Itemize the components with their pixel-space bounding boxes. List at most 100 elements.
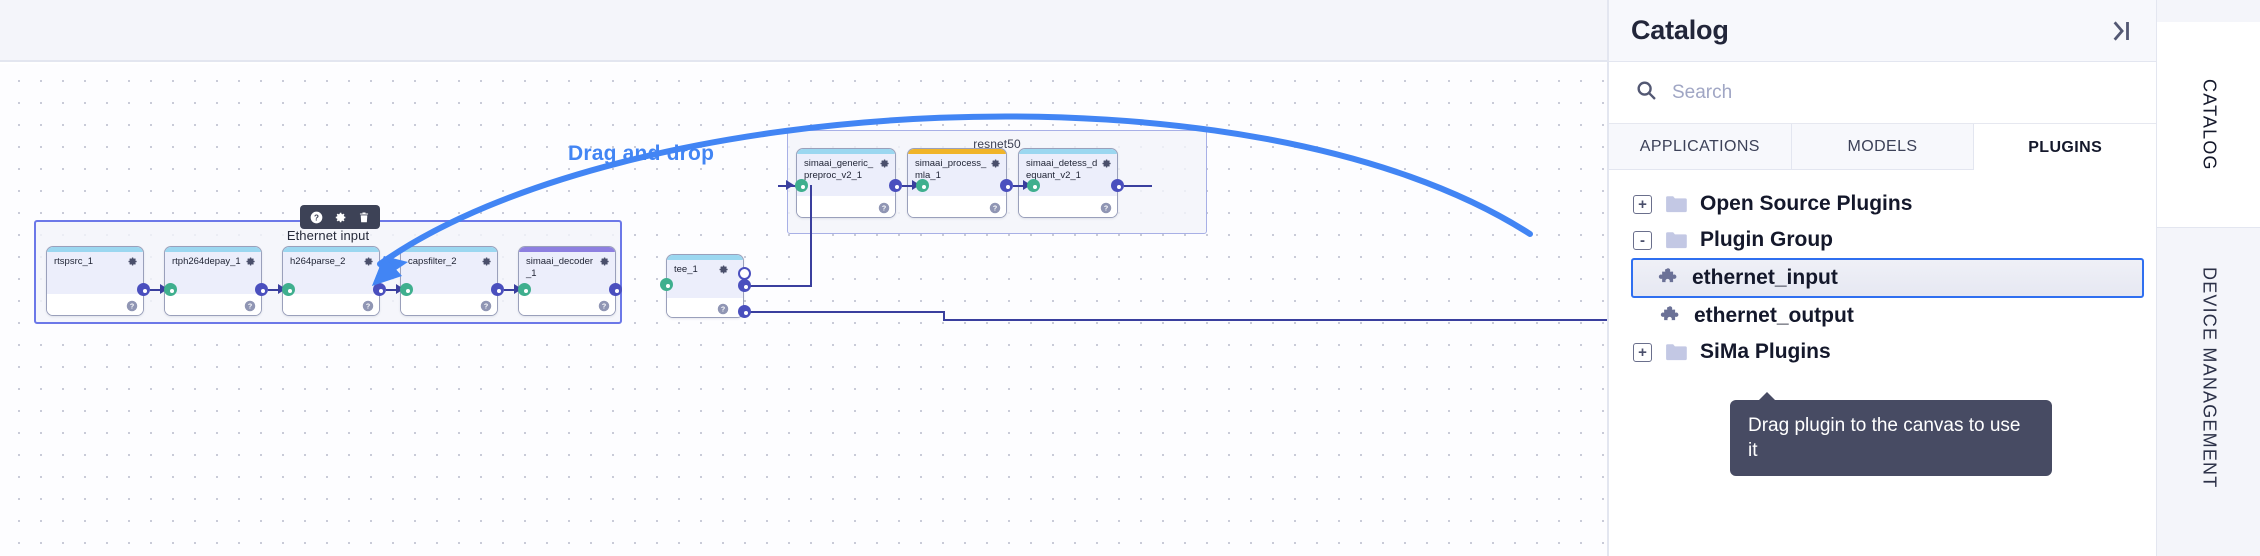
node-simaai-decoder-1[interactable]: simaai_decoder_1 ? [518, 246, 616, 316]
node-label: simaai_decoder_1 [526, 256, 594, 279]
edge [810, 185, 812, 285]
port-out-simaai-decoder-1[interactable] [609, 283, 622, 296]
gear-icon[interactable] [127, 256, 138, 267]
port-out-capsfilter-2[interactable] [491, 283, 504, 296]
folder-icon [1666, 344, 1687, 361]
svg-text:?: ? [130, 303, 134, 311]
gear-icon[interactable] [328, 205, 352, 229]
expand-icon[interactable]: + [1633, 194, 1652, 214]
help-icon[interactable]: ? [878, 202, 890, 214]
node-tee-1[interactable]: tee_1 ? [666, 254, 744, 318]
port-out-tee-1-a[interactable] [738, 279, 751, 292]
puzzle-icon [1660, 306, 1679, 321]
side-tab-catalog[interactable]: CATALOG [2157, 22, 2260, 228]
gear-icon[interactable] [718, 264, 729, 275]
port-in-simaai-decoder-1[interactable] [518, 283, 531, 296]
node-body: rtspsrc_1 [47, 252, 143, 294]
port-out-simaai-generic-preproc[interactable] [889, 179, 902, 192]
port-out-tee-1-b[interactable] [738, 305, 751, 318]
svg-text:?: ? [248, 303, 252, 311]
port-out-simaai-process-mla-1[interactable] [1000, 179, 1013, 192]
node-accent-bar [47, 247, 143, 252]
node-accent-bar [283, 247, 379, 252]
port-in-h264parse-2[interactable] [282, 283, 295, 296]
tree-item-plugin-group[interactable]: - Plugin Group [1609, 222, 2156, 258]
search-row[interactable] [1609, 62, 2156, 124]
gear-icon[interactable] [363, 256, 374, 267]
node-footer: ? [165, 294, 261, 315]
edge [748, 311, 945, 313]
tab-applications[interactable]: APPLICATIONS [1609, 124, 1792, 169]
collapse-icon[interactable]: - [1633, 230, 1652, 250]
search-input[interactable] [1672, 81, 2130, 104]
node-footer: ? [908, 196, 1006, 217]
node-capsfilter-2[interactable]: capsfilter_2 ? [400, 246, 498, 316]
port-in-tee-1[interactable] [660, 278, 673, 291]
svg-text:?: ? [366, 303, 370, 311]
port-in-simaai-process-mla-1[interactable] [916, 179, 929, 192]
gear-icon[interactable] [599, 256, 610, 267]
gear-icon[interactable] [245, 256, 256, 267]
tree-item-ethernet-output[interactable]: ethernet_output [1609, 298, 2156, 334]
gear-icon[interactable] [1101, 158, 1112, 169]
node-label: simaai_detess_dequant_v2_1 [1026, 158, 1098, 181]
node-label: rtph264depay_1 [172, 256, 241, 267]
node-h264parse-2[interactable]: h264parse_2 ? [282, 246, 380, 316]
help-icon[interactable]: ? [480, 300, 492, 312]
trash-icon[interactable] [352, 205, 376, 229]
expand-icon[interactable]: + [1633, 342, 1652, 362]
edge [1124, 185, 1152, 187]
port-in-capsfilter-2[interactable] [400, 283, 413, 296]
help-icon[interactable]: ? [244, 300, 256, 312]
gear-icon[interactable] [990, 158, 1001, 169]
group-title-ethernet-input: Ethernet input [286, 228, 370, 243]
help-icon[interactable]: ? [989, 202, 1001, 214]
tab-models[interactable]: MODELS [1791, 124, 1975, 169]
port-in-simaai-detess-dequant[interactable] [1027, 179, 1040, 192]
node-label: rtspsrc_1 [54, 256, 94, 267]
tree-item-label: SiMa Plugins [1700, 340, 1831, 363]
help-icon[interactable]: ? [126, 300, 138, 312]
folder-icon [1666, 196, 1687, 213]
tree-item-label: Open Source Plugins [1700, 192, 1913, 215]
help-icon[interactable]: ? [362, 300, 374, 312]
svg-text:?: ? [484, 303, 488, 311]
tree-item-sima-plugins[interactable]: + SiMa Plugins [1609, 334, 2156, 370]
gear-icon[interactable] [879, 158, 890, 169]
help-icon[interactable]: ? [717, 303, 729, 315]
help-icon[interactable]: ? [304, 205, 328, 229]
gear-icon[interactable] [481, 256, 492, 267]
svg-text:?: ? [721, 306, 725, 314]
port-out-h264parse-2[interactable] [373, 283, 386, 296]
folder-icon [1666, 232, 1687, 249]
group-toolbar-ethernet-input[interactable]: ? [300, 205, 380, 229]
node-body: tee_1 [667, 260, 743, 298]
node-footer: ? [283, 294, 379, 315]
collapse-panel-icon[interactable] [2108, 18, 2134, 44]
node-rtph264depay-1[interactable]: rtph264depay_1 ? [164, 246, 262, 316]
svg-text:?: ? [1104, 205, 1108, 213]
tree-item-ethernet-input[interactable]: ethernet_input [1631, 258, 2144, 298]
side-tab-device-management[interactable]: DEVICE MANAGEMENT [2199, 267, 2220, 489]
page-title: Catalog [1631, 15, 1729, 45]
node-rtspsrc-1[interactable]: rtspsrc_1 ? [46, 246, 144, 316]
port-out-rtph264depay-1[interactable] [255, 283, 268, 296]
node-body: capsfilter_2 [401, 252, 497, 294]
port-out-rtspsrc-1[interactable] [137, 283, 150, 296]
port-in-simaai-generic-preproc[interactable] [795, 179, 808, 192]
port-out-simaai-detess-dequant[interactable] [1111, 179, 1124, 192]
help-icon[interactable]: ? [1100, 202, 1112, 214]
tab-plugins[interactable]: PLUGINS [1974, 124, 2157, 170]
help-icon[interactable]: ? [598, 300, 610, 312]
tree-item-open-source-plugins[interactable]: + Open Source Plugins [1609, 186, 2156, 222]
node-footer: ? [1019, 196, 1117, 217]
catalog-tabs: APPLICATIONS MODELS PLUGINS [1609, 124, 2157, 170]
node-label: simaai_process_mla_1 [915, 158, 987, 181]
node-accent-bar [165, 247, 261, 252]
catalog-header: Catalog [1609, 0, 2156, 62]
puzzle-icon [1658, 268, 1677, 283]
pipeline-canvas[interactable]: Drag and drop ? Ethernet input rtspsrc_1 [0, 64, 1607, 556]
port-in-rtph264depay-1[interactable] [164, 283, 177, 296]
edge-arrow [786, 180, 794, 190]
node-label: simaai_generic_preproc_v2_1 [804, 158, 874, 181]
